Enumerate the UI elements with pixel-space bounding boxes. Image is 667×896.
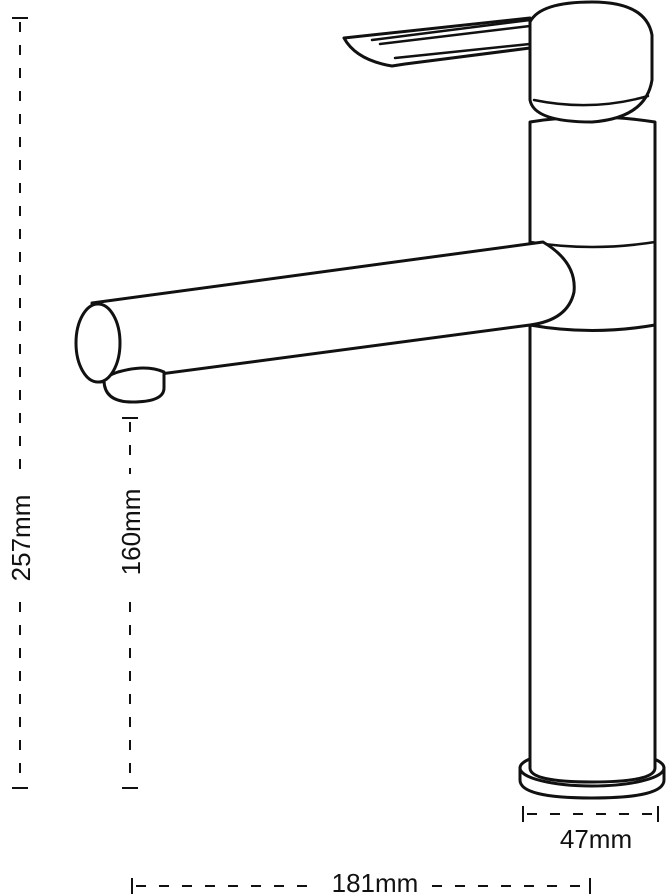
label-base-diameter: 47mm — [560, 824, 632, 854]
tap-spout — [74, 240, 576, 404]
label-total-height: 257mm — [6, 495, 36, 582]
label-spout-reach: 181mm — [332, 868, 419, 896]
tap-lever-handle — [342, 0, 654, 124]
dimension-base-diameter: 47mm — [522, 806, 659, 854]
dimension-spout-height: 160mm — [116, 417, 146, 789]
tap-illustration — [74, 0, 666, 800]
dimension-total-height: 257mm — [6, 17, 36, 789]
label-spout-height: 160mm — [116, 489, 146, 576]
tap-body — [528, 115, 657, 784]
dimension-spout-reach: 181mm — [131, 868, 591, 896]
